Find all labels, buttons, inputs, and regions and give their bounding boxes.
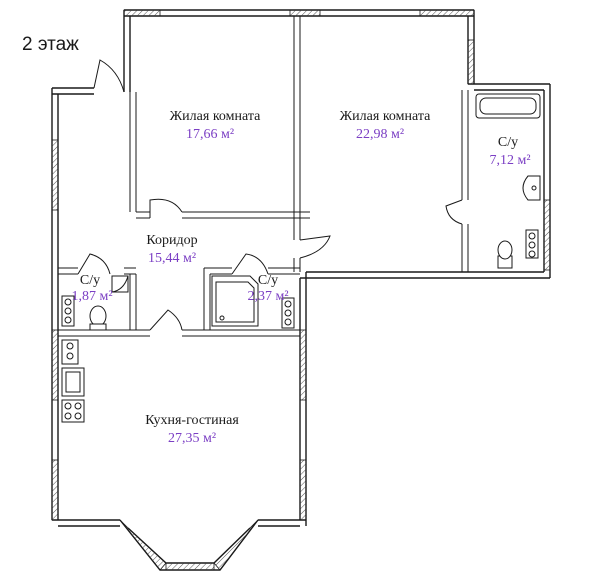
room-name-bath-big: С/у xyxy=(498,135,518,150)
room-name-living1: Жилая комната xyxy=(170,109,261,124)
room-labels: Жилая комната 17,66 м² Жилая комната 22,… xyxy=(71,109,530,446)
windows xyxy=(51,9,551,571)
room-name-wc1: С/у xyxy=(80,273,100,288)
toilet-icon xyxy=(497,240,513,269)
room-name-wc2: С/у xyxy=(258,273,278,288)
wc2-knobs-icon xyxy=(281,297,295,329)
shower-tray-icon xyxy=(211,275,259,327)
bathtub-icon xyxy=(475,93,541,119)
floor-label: 2 этаж xyxy=(22,34,79,55)
room-area-living2: 22,98 м² xyxy=(356,127,404,142)
room-area-wc2: 2,37 м² xyxy=(247,289,288,304)
shower-icon xyxy=(111,275,129,293)
room-name-corridor: Коридор xyxy=(146,233,197,248)
stove-icon xyxy=(61,399,85,423)
doors xyxy=(77,59,463,331)
room-name-kitchen: Кухня-гостиная xyxy=(145,413,239,428)
toilet-icon-wc1 xyxy=(89,305,107,331)
room-area-kitchen: 27,35 м² xyxy=(168,431,216,446)
kitchen-knobs-icon xyxy=(61,339,79,365)
room-name-living2: Жилая комната xyxy=(340,109,431,124)
room-area-bath-big: 7,12 м² xyxy=(489,153,530,168)
wc1-knobs-icon xyxy=(61,295,75,327)
radiator-icon xyxy=(525,229,539,259)
fixtures xyxy=(61,93,541,423)
room-area-living1: 17,66 м² xyxy=(186,127,234,142)
sink-icon xyxy=(522,175,541,201)
kitchen-sink-icon xyxy=(61,367,85,397)
interior-walls xyxy=(58,16,469,337)
room-area-wc1: 1,87 м² xyxy=(71,289,112,304)
room-area-corridor: 15,44 м² xyxy=(148,251,196,266)
